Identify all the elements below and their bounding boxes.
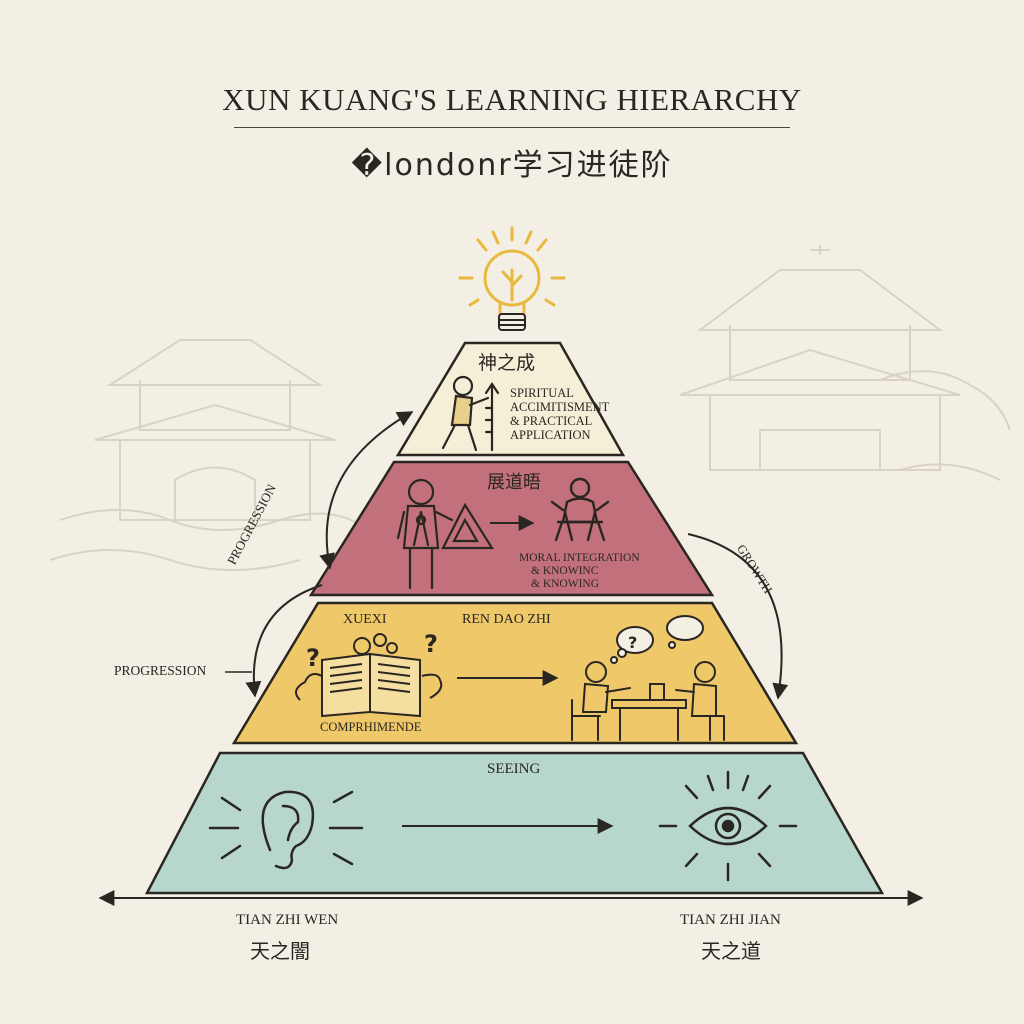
ear-icon	[208, 790, 364, 870]
bottom-right-pinyin: TIAN ZHI JIAN	[680, 912, 781, 928]
bottom-right-cn: 天之道	[701, 939, 761, 963]
bulb-base-icon	[498, 313, 526, 331]
page-title: XUN KUANG'S LEARNING HIERARCHY	[222, 82, 802, 117]
tier-top-title: 神之成	[478, 352, 536, 374]
open-book-icon	[295, 652, 443, 718]
tier-third-caption: COMPRHIMENDE	[320, 720, 422, 734]
tier-top-line-3: & PRACTICAL	[510, 414, 593, 428]
progression-arrow-lower	[245, 584, 323, 698]
dialogue-people-icon	[571, 615, 725, 741]
tier-second-title: 展道晤	[487, 472, 541, 493]
eye-icon	[658, 770, 798, 882]
growth-arrow	[687, 533, 789, 700]
progression-label: PROGRESSION	[114, 663, 207, 678]
meditation-figure-icon	[550, 477, 610, 542]
progression-arrow-upper	[319, 411, 414, 570]
tier-top-line-2: ACCIMITISMENT	[510, 400, 610, 414]
bottom-left-pinyin: TIAN ZHI WEN	[236, 912, 339, 928]
tier-base-title: SEEING	[487, 761, 541, 777]
page-subtitle: �londonr学习进徒阶	[351, 148, 673, 183]
question-mark-icon: ?	[306, 644, 320, 672]
tier-second-line-2: & KNOWINC	[531, 565, 599, 577]
tier-top-line-1: SPIRITUAL	[510, 386, 574, 400]
tier-third-center-title: REN DAO ZHI	[462, 612, 551, 627]
bottom-left-cn: 天之闇	[250, 939, 310, 963]
tier-third-left-title: XUEXI	[343, 612, 387, 627]
thought-question-icon: ?	[628, 633, 637, 652]
tier-top-text: SPIRITUAL ACCIMITISMENT & PRACTICAL APPL…	[510, 386, 609, 442]
tier-second-text: MORAL INTEGRATION & KNOWINC & KNOWING	[519, 552, 640, 591]
light-bulb-icon	[458, 226, 566, 318]
worker-with-ruler-icon	[441, 375, 500, 452]
question-mark-icon: ?	[424, 630, 438, 658]
tier-second-line-1: MORAL INTEGRATION	[519, 552, 640, 564]
title-divider	[234, 127, 790, 128]
tier-second-line-3: & KNOWING	[531, 578, 600, 590]
gears-icon	[353, 633, 398, 655]
tier-top-line-4: APPLICATION	[510, 428, 591, 442]
